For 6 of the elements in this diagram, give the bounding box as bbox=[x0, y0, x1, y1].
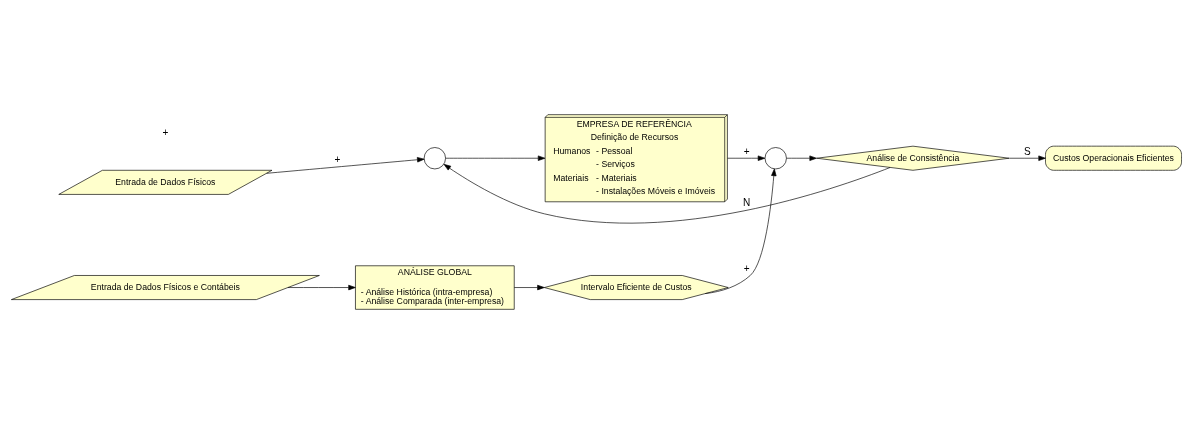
label: + bbox=[162, 126, 169, 138]
edge-label: + bbox=[743, 145, 750, 157]
edge-label: + bbox=[334, 153, 341, 165]
edge-label: S bbox=[1024, 145, 1031, 157]
edge-label: N bbox=[742, 196, 751, 208]
edge-label: + bbox=[743, 262, 750, 274]
